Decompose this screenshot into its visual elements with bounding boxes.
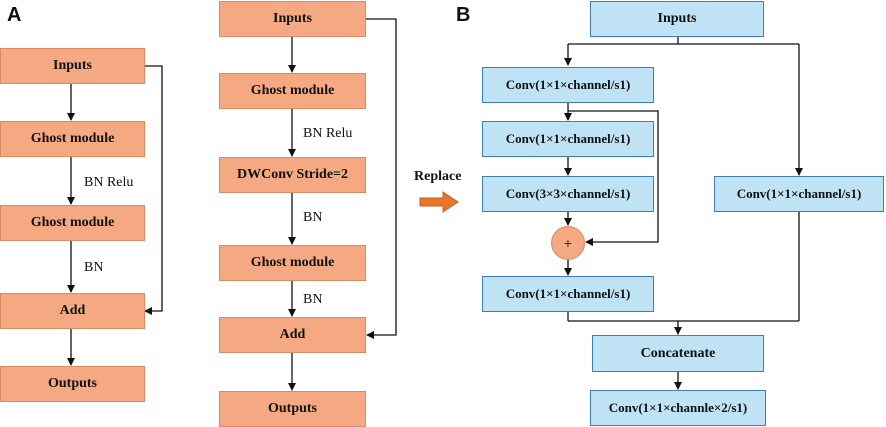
a2-inputs-node: Inputs (219, 1, 366, 37)
a1-ghost-module-2-node: Ghost module (0, 205, 145, 241)
a2-bn-relu-label: BN Relu (303, 126, 353, 141)
a1-bn-relu-label: BN Relu (84, 175, 134, 190)
edge-b-residual (568, 110, 659, 246)
b-conv-out-node: Conv(1×1×channle×2/s1) (590, 390, 766, 426)
a2-ghost-module-2-node: Ghost module (219, 245, 366, 281)
panel-label-b: B (456, 4, 471, 26)
b-concatenate-node: Concatenate (592, 335, 764, 372)
a1-ghost-module-1-node: Ghost module (0, 121, 145, 157)
replace-arrow (419, 191, 459, 213)
panel-label-a: A (7, 4, 22, 26)
a2-ghost-module-1-node: Ghost module (219, 73, 366, 109)
edge-a2-skip (366, 18, 397, 339)
a2-outputs-node: Outputs (219, 391, 366, 427)
b-add-circle: + (551, 226, 585, 260)
a2-dwconv-node: DWConv Stride=2 (219, 157, 366, 193)
b-conv1-node: Conv(1×1×channel/s1) (482, 67, 654, 103)
b-conv2-node: Conv(1×1×channel/s1) (482, 121, 654, 157)
a1-inputs-node: Inputs (0, 48, 145, 84)
a2-bn-label-2: BN (303, 292, 323, 307)
a2-add-node: Add (219, 317, 366, 353)
edge-a1-skip (144, 65, 163, 315)
replace-label: Replace (414, 169, 462, 184)
a1-bn-label: BN (84, 260, 104, 275)
a1-outputs-node: Outputs (0, 366, 145, 402)
b-conv4-node: Conv(1×1×channel/s1) (482, 276, 654, 312)
b-inputs-node: Inputs (590, 1, 764, 37)
a1-add-node: Add (0, 293, 145, 329)
b-conv-side-node: Conv(1×1×channel/s1) (714, 176, 884, 212)
a2-bn-label-1: BN (303, 210, 323, 225)
b-conv3-node: Conv(3×3×channel/s1) (482, 176, 654, 212)
